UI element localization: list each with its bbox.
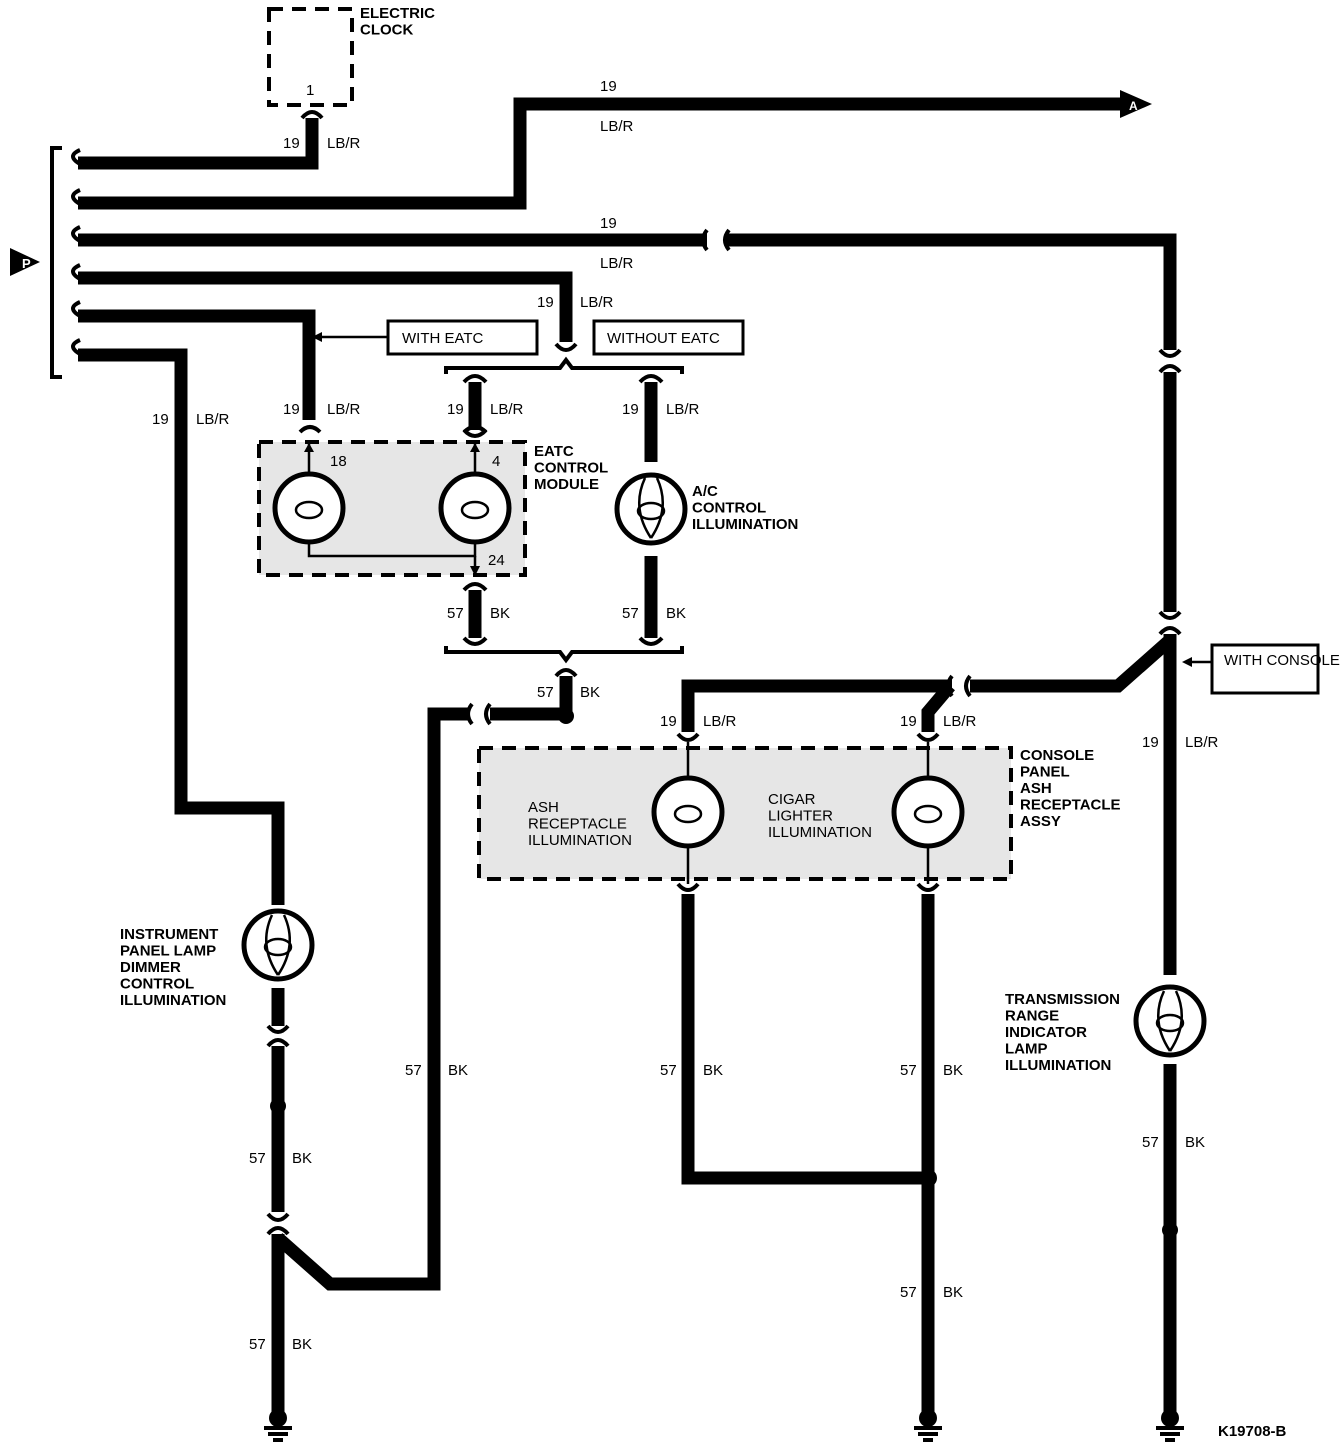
svg-text:BK: BK bbox=[580, 684, 600, 701]
connector-a-label: A bbox=[1129, 99, 1138, 113]
svg-text:57: 57 bbox=[900, 1062, 917, 1079]
svg-text:BK: BK bbox=[292, 1336, 312, 1353]
cigar-lamp bbox=[891, 775, 965, 849]
svg-text:57: 57 bbox=[405, 1062, 422, 1079]
svg-text:LB/R: LB/R bbox=[490, 401, 524, 418]
ash-lamp bbox=[651, 775, 725, 849]
svg-text:LB/R: LB/R bbox=[196, 411, 230, 428]
eatc-pin-4: 4 bbox=[492, 453, 500, 470]
svg-text:LB/R: LB/R bbox=[600, 255, 634, 272]
wire-console-feed bbox=[970, 635, 1175, 693]
svg-text:BK: BK bbox=[703, 1062, 723, 1079]
ground-icon bbox=[264, 1409, 292, 1442]
svg-text:57: 57 bbox=[1142, 1134, 1159, 1151]
wire-dimmer-feed bbox=[78, 348, 285, 905]
svg-text:19: 19 bbox=[537, 294, 554, 311]
svg-text:57: 57 bbox=[447, 605, 464, 622]
option-with-console-label: WITH CONSOLE bbox=[1224, 652, 1340, 669]
figure-id: K19708-B bbox=[1218, 1423, 1287, 1440]
svg-text:19: 19 bbox=[152, 411, 169, 428]
svg-text:19: 19 bbox=[660, 713, 677, 730]
brace-ground bbox=[444, 646, 684, 664]
svg-text:19: 19 bbox=[283, 135, 300, 152]
brace-eatc bbox=[444, 356, 684, 374]
svg-text:57: 57 bbox=[900, 1284, 917, 1301]
svg-text:19: 19 bbox=[1142, 734, 1159, 751]
ground-icon bbox=[1156, 1409, 1184, 1442]
svg-text:LB/R: LB/R bbox=[943, 713, 977, 730]
svg-text:19: 19 bbox=[600, 78, 617, 95]
svg-text:LB/R: LB/R bbox=[666, 401, 700, 418]
svg-text:57: 57 bbox=[660, 1062, 677, 1079]
eatc-pin-24: 24 bbox=[488, 552, 505, 569]
option-with-eatc-box bbox=[386, 319, 539, 356]
connector-a-arrow bbox=[1120, 90, 1152, 118]
electric-clock-pin: 1 bbox=[306, 82, 314, 99]
svg-text:19: 19 bbox=[622, 401, 639, 418]
svg-text:BK: BK bbox=[448, 1062, 468, 1079]
option-without-eatc-label: WITHOUT EATC bbox=[607, 330, 720, 347]
electric-clock-box bbox=[267, 7, 354, 107]
eatc-pin-18: 18 bbox=[330, 453, 347, 470]
svg-text:19: 19 bbox=[283, 401, 300, 418]
svg-text:LB/R: LB/R bbox=[327, 135, 361, 152]
svg-text:19: 19 bbox=[447, 401, 464, 418]
connector-p-arrow bbox=[10, 248, 40, 276]
eatc-lamp-1 bbox=[272, 471, 346, 545]
svg-text:LB/R: LB/R bbox=[580, 294, 614, 311]
harness-bracket bbox=[50, 146, 62, 379]
connector-p-label: P bbox=[22, 256, 31, 271]
trans-lamp bbox=[1133, 984, 1207, 1058]
wire-clock bbox=[78, 118, 319, 170]
svg-text:LB/R: LB/R bbox=[703, 713, 737, 730]
svg-text:LB/R: LB/R bbox=[600, 118, 634, 135]
harness-connector-icons bbox=[71, 148, 82, 356]
svg-text:BK: BK bbox=[943, 1284, 963, 1301]
ground-icon bbox=[914, 1409, 942, 1442]
svg-text:LB/R: LB/R bbox=[1185, 734, 1219, 751]
svg-text:LB/R: LB/R bbox=[327, 401, 361, 418]
svg-text:57: 57 bbox=[622, 605, 639, 622]
svg-text:BK: BK bbox=[943, 1062, 963, 1079]
svg-text:19: 19 bbox=[600, 215, 617, 232]
svg-text:BK: BK bbox=[666, 605, 686, 622]
option-with-console-box bbox=[1210, 643, 1320, 695]
option-without-eatc-box bbox=[592, 319, 745, 356]
svg-text:19: 19 bbox=[900, 713, 917, 730]
option-with-eatc-label: WITH EATC bbox=[402, 330, 484, 347]
svg-text:BK: BK bbox=[292, 1150, 312, 1167]
svg-text:57: 57 bbox=[537, 684, 554, 701]
eatc-lamp-2 bbox=[438, 471, 512, 545]
dimmer-lamp bbox=[241, 908, 315, 982]
svg-text:57: 57 bbox=[249, 1336, 266, 1353]
svg-text:BK: BK bbox=[1185, 1134, 1205, 1151]
ac-lamp bbox=[614, 472, 688, 546]
wire-to-a bbox=[78, 97, 1125, 210]
wire-with-eatc bbox=[78, 309, 316, 420]
svg-text:BK: BK bbox=[490, 605, 510, 622]
svg-text:57: 57 bbox=[249, 1150, 266, 1167]
wire-eatc-select bbox=[78, 271, 573, 342]
